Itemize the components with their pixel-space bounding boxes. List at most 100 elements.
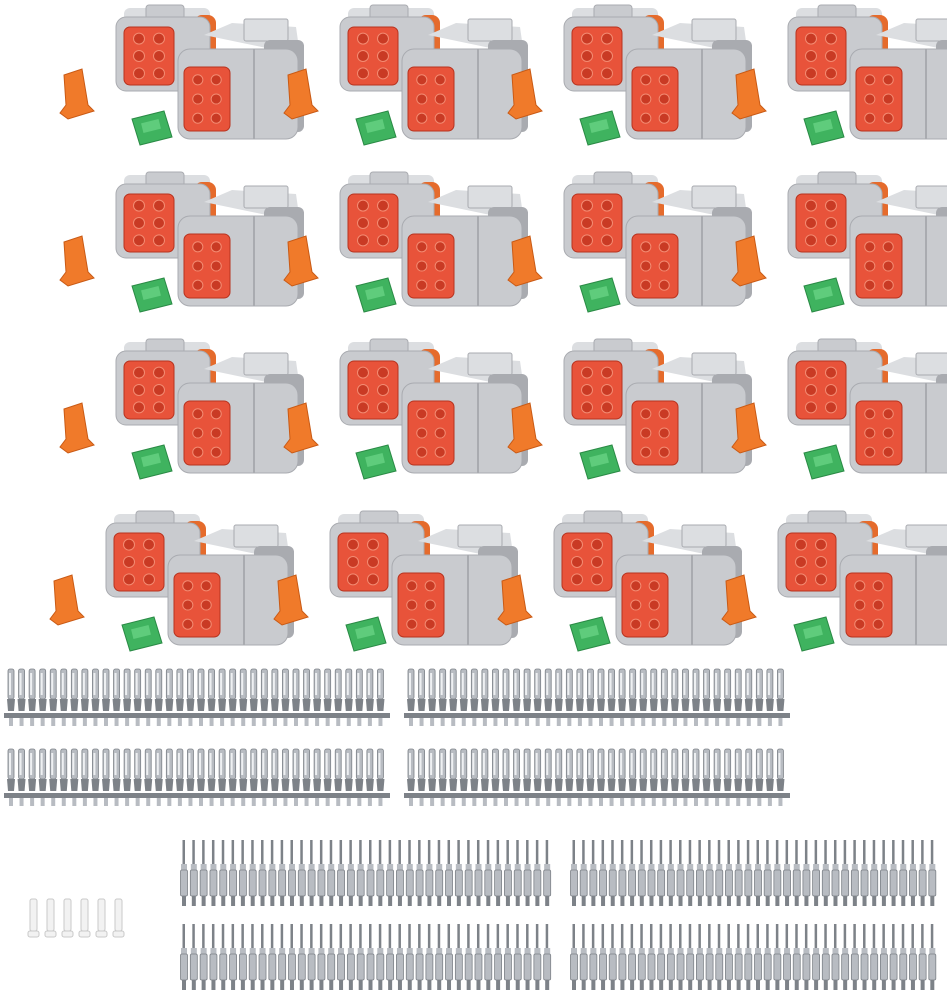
- green-wedge-lock: [355, 277, 397, 313]
- terminal-tab: [272, 718, 277, 726]
- connector-set: [268, 510, 518, 661]
- pin-hole: [805, 199, 817, 212]
- plug-head: [44, 930, 57, 938]
- pin-hole: [591, 573, 603, 586]
- male-terminal: [297, 924, 306, 990]
- pin-hole: [416, 408, 428, 420]
- terminal-shine: [567, 753, 570, 775]
- connector-set-drawing: [731, 171, 947, 313]
- terminal-collar: [929, 948, 936, 954]
- orange-wedge-lock: [59, 235, 95, 287]
- terminal-shine: [757, 753, 760, 775]
- pin-hole: [630, 580, 642, 592]
- terminal-collar: [436, 864, 443, 870]
- terminal-tab: [704, 798, 709, 806]
- wedge-shape: [283, 68, 319, 120]
- terminal-pin: [775, 924, 779, 948]
- female-terminal: [355, 748, 364, 806]
- connector-set: [502, 171, 752, 322]
- wedge-slot: [813, 452, 833, 468]
- terminal-barrel: [812, 869, 821, 897]
- wedge-slot: [365, 118, 385, 134]
- terminal-crimp: [201, 896, 206, 906]
- male-terminal: [327, 924, 336, 990]
- terminal-pin: [659, 924, 663, 948]
- green-wedge-lock: [793, 616, 835, 652]
- plug-head: [112, 930, 125, 938]
- male-terminal: [666, 840, 675, 906]
- terminal-crimp: [355, 699, 364, 711]
- female-terminal: [313, 668, 322, 726]
- terminal-crimp: [630, 896, 635, 906]
- terminal-barrel: [671, 668, 679, 700]
- terminal-barrel: [513, 953, 522, 981]
- terminal-crimp: [334, 699, 343, 711]
- male-terminal: [754, 840, 762, 906]
- terminal-shine: [440, 753, 443, 775]
- terminal-barrel: [860, 869, 869, 897]
- terminal-tab: [230, 718, 235, 726]
- plug-head: [78, 930, 91, 938]
- terminal-crimp: [80, 699, 89, 711]
- pin-hole: [377, 217, 389, 229]
- pin-hole: [658, 260, 670, 272]
- terminal-shine: [451, 673, 454, 695]
- terminal-crimp: [417, 896, 422, 906]
- terminal-collar: [396, 864, 403, 870]
- pin-hole: [406, 599, 418, 611]
- female-terminal: [565, 668, 574, 726]
- male-terminal: [229, 924, 237, 990]
- terminal-collar: [357, 948, 364, 954]
- terminal-shine: [736, 753, 739, 775]
- pin-hole: [805, 67, 817, 80]
- terminal-pin: [221, 840, 225, 864]
- terminal-pin: [182, 924, 185, 948]
- wedge-shape: [497, 574, 533, 626]
- terminal-collar: [514, 864, 521, 870]
- terminal-barrel: [425, 953, 434, 981]
- terminal-pin: [611, 840, 614, 864]
- terminal-barrel: [376, 953, 385, 981]
- female-terminal: [417, 668, 426, 726]
- terminal-barrel: [346, 869, 355, 897]
- terminal-collar: [426, 948, 433, 954]
- pin-face: [795, 193, 847, 253]
- terminal-shine: [146, 673, 149, 695]
- pin-face: [571, 360, 623, 420]
- terminal-collar: [288, 948, 295, 954]
- terminal-barrel: [783, 869, 791, 897]
- terminal-barrel: [258, 953, 267, 981]
- pin-hole: [825, 50, 837, 62]
- receptacle-housing: [787, 4, 888, 92]
- terminal-collar: [667, 864, 674, 870]
- terminal-barrel: [783, 953, 791, 981]
- pin-hole: [882, 427, 894, 439]
- terminal-crimp: [533, 779, 542, 791]
- female-terminal: [523, 668, 532, 726]
- terminal-crimp: [182, 980, 186, 990]
- pin-hole: [658, 279, 670, 291]
- green-wedge-lock: [355, 444, 397, 480]
- terminal-crimp: [723, 779, 732, 791]
- terminal-shine: [419, 753, 422, 775]
- female-terminal: [660, 668, 669, 726]
- terminal-crimp: [218, 779, 227, 791]
- terminal-barrel: [435, 869, 444, 897]
- terminal-pin: [737, 840, 740, 864]
- wedge-slot: [131, 624, 151, 640]
- terminal-crimp: [765, 896, 770, 906]
- terminal-shine: [535, 753, 538, 775]
- pin-hole: [153, 67, 165, 80]
- terminal-tab: [694, 718, 698, 726]
- green-wedge-lock: [579, 277, 621, 313]
- terminal-shine: [251, 753, 254, 775]
- terminal-collar: [667, 948, 674, 954]
- female-terminal: [270, 748, 279, 806]
- terminal-tab: [93, 798, 98, 806]
- pin-hole: [640, 112, 652, 124]
- terminal-crimp: [486, 896, 491, 906]
- terminal-pin: [329, 924, 333, 948]
- male-terminal: [763, 840, 772, 906]
- terminal-crimp: [618, 699, 627, 711]
- wedge-slot: [355, 624, 375, 640]
